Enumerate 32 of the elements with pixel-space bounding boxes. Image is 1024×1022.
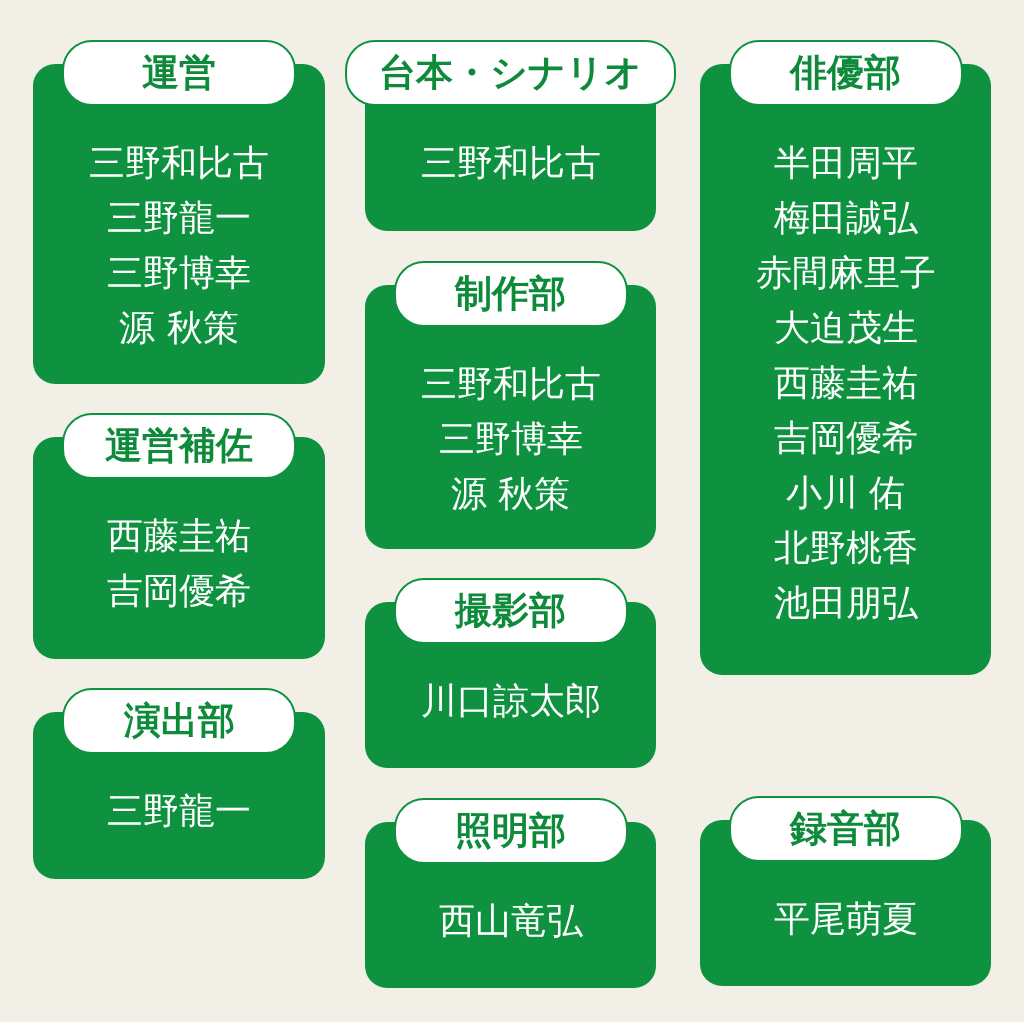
member-name: 吉岡優希 [107, 569, 251, 613]
member-name: 赤間麻里子 [755, 251, 936, 295]
member-name: 吉岡優希 [773, 416, 918, 460]
member-name: 北野桃香 [773, 526, 918, 570]
member-name: 小川 佑 [785, 471, 906, 515]
heading-tab: 運営 [62, 40, 296, 106]
heading-tab: 演出部 [62, 688, 296, 754]
member-name: 半田周平 [773, 141, 918, 185]
member-name: 池田朋弘 [773, 581, 918, 625]
member-name: 西藤圭祐 [773, 361, 918, 405]
heading-tab: 照明部 [393, 798, 628, 864]
member-name: 川口諒太郎 [420, 679, 601, 723]
member-name: 三野和比古 [420, 362, 601, 406]
member-name: 三野博幸 [107, 251, 251, 295]
heading-tab: 録音部 [728, 796, 963, 862]
heading-tab: 台本・シナリオ [345, 40, 676, 106]
member-name: 三野龍一 [107, 789, 251, 833]
member-name: 三野和比古 [420, 141, 601, 185]
member-name: 梅田誠弘 [773, 196, 918, 240]
member-name: 大迫茂生 [773, 306, 918, 350]
member-name: 三野和比古 [89, 141, 269, 185]
member-name: 西藤圭祐 [107, 514, 251, 558]
heading-tab: 撮影部 [393, 578, 628, 644]
member-name: 源 秋策 [119, 306, 239, 350]
heading-tab: 俳優部 [728, 40, 963, 106]
heading-tab: 制作部 [393, 261, 628, 327]
member-name: 平尾萌夏 [773, 897, 918, 941]
member-name: 西山竜弘 [438, 899, 583, 943]
member-name: 源 秋策 [450, 472, 571, 516]
member-name: 三野龍一 [107, 196, 251, 240]
heading-tab: 運営補佐 [62, 413, 296, 479]
member-name: 三野博幸 [438, 417, 583, 461]
